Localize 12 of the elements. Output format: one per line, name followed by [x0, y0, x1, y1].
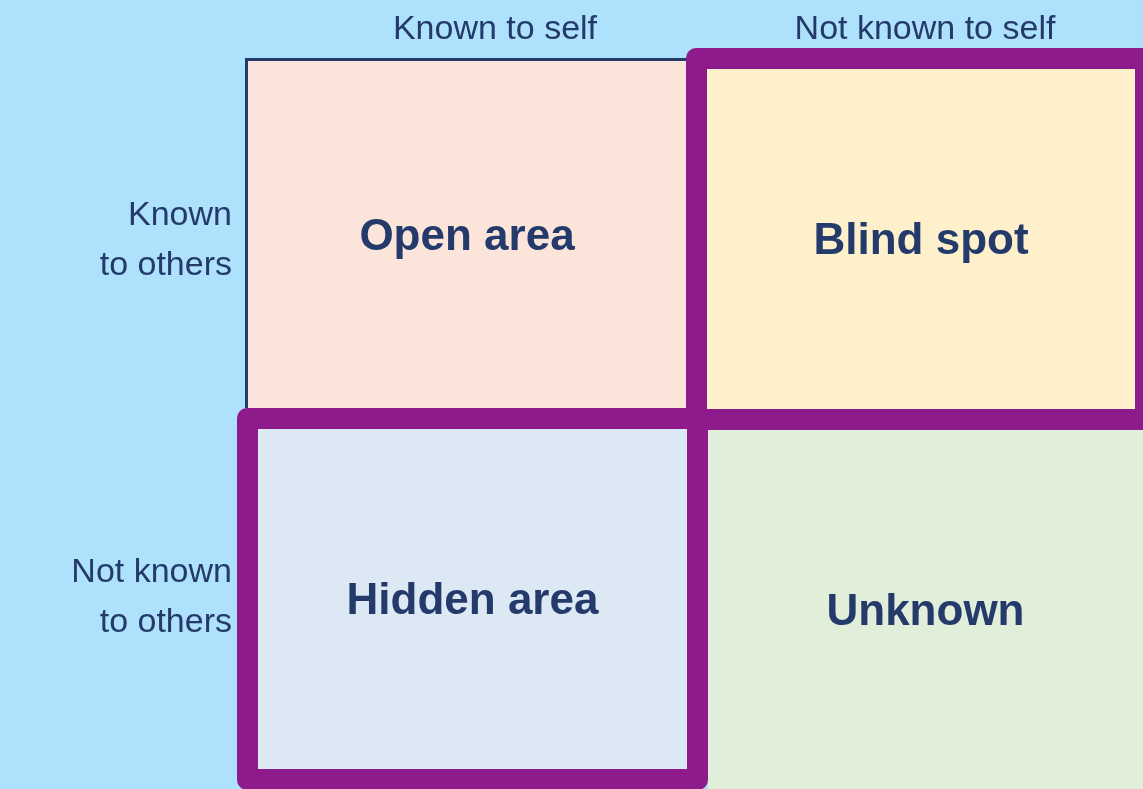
quadrant-title: Hidden area [346, 573, 599, 625]
axis-label: Known to self [391, 7, 599, 48]
quadrant-box [686, 48, 1143, 430]
axis-label: Known to others [98, 193, 232, 284]
quadrant-title: Blind spot [813, 213, 1029, 265]
quadrant-box [708, 430, 1143, 789]
quadrant-box [245, 58, 686, 408]
axis-label: Not known to self [793, 7, 1057, 48]
quadrant-title: Open area [359, 208, 575, 261]
quadrant-title: Unknown [826, 583, 1025, 636]
quadrant-box [237, 408, 708, 789]
axis-label: Not known to others [70, 550, 232, 641]
